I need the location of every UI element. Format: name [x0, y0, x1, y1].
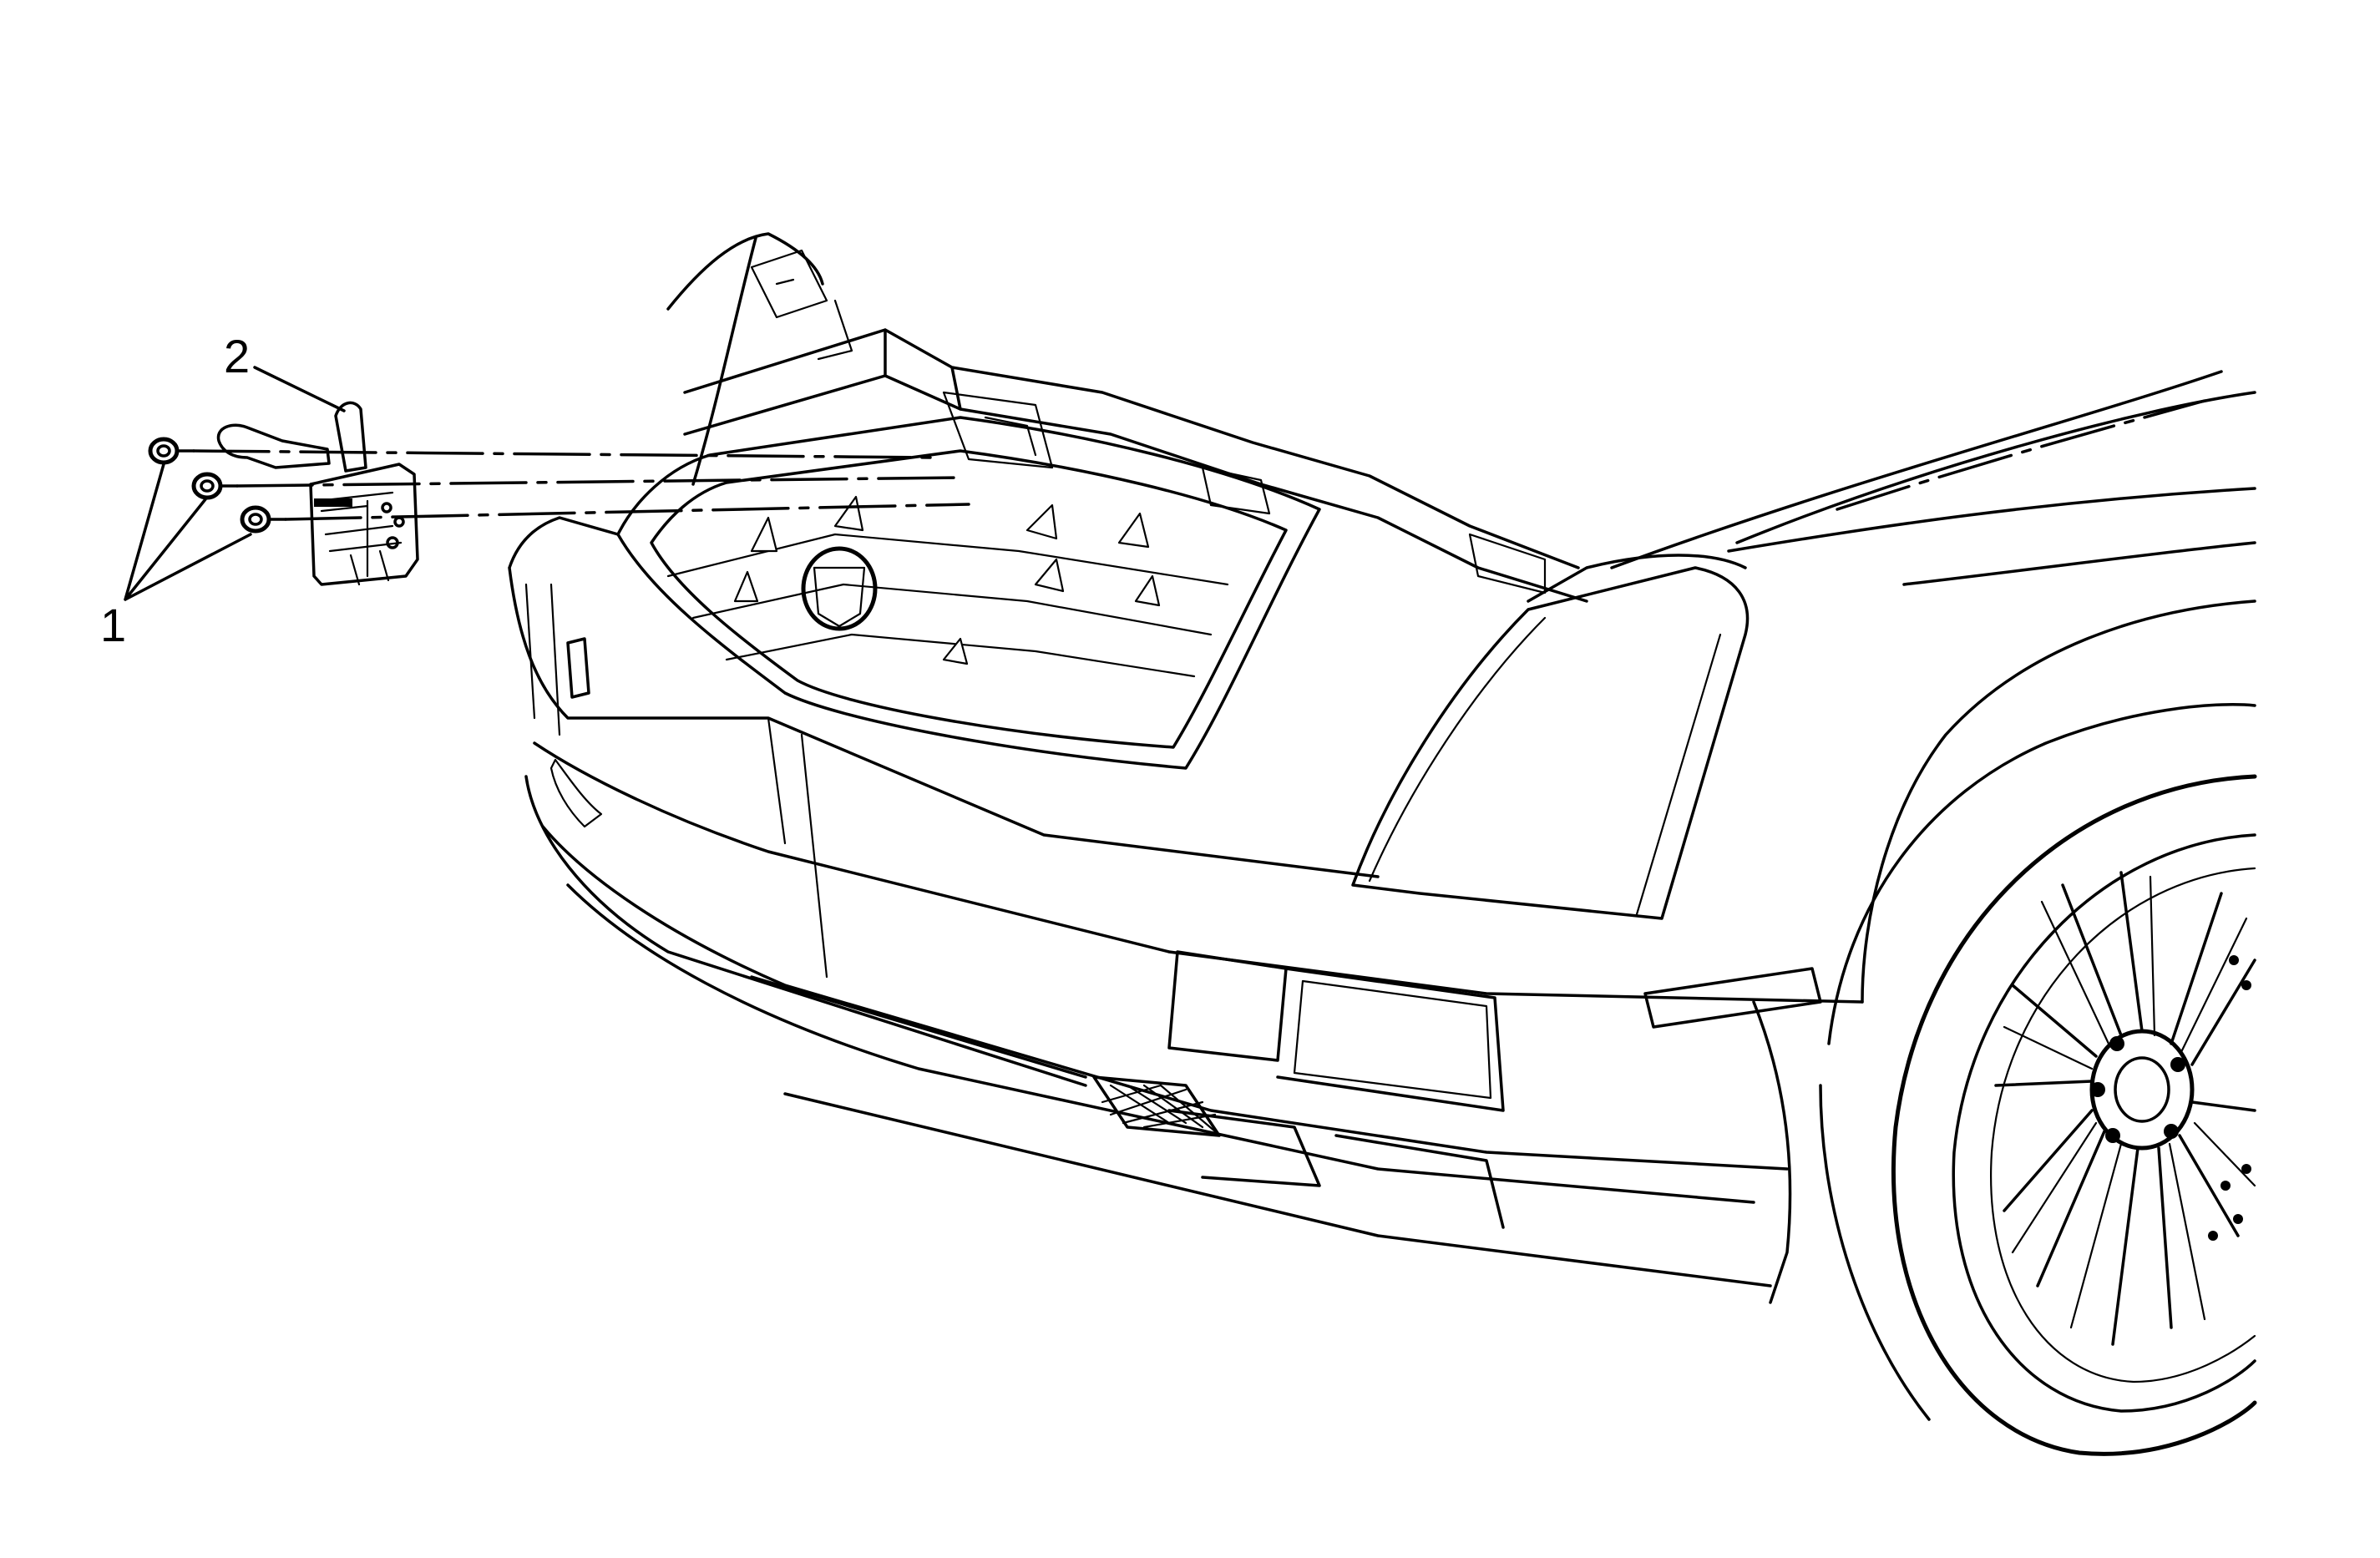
callout-1-leader: [124, 463, 252, 601]
grille-fins: [733, 495, 1161, 665]
fascia-lower: [541, 825, 1789, 1171]
latch-hole: [381, 502, 392, 513]
hood-outline: [666, 232, 824, 486]
lug-nut: [2105, 1128, 2120, 1143]
front-wheel: [1891, 774, 2257, 1456]
lug-nut: [2090, 1082, 2105, 1097]
side-marker: [1643, 967, 1822, 1029]
latch-bolts: [148, 437, 287, 534]
lower-valance: [750, 975, 1772, 1287]
fender-edge: [1752, 599, 2256, 1304]
radiator-support: [683, 328, 1588, 603]
intake-mesh: [1101, 1084, 1217, 1133]
latch-label: [314, 498, 352, 507]
wheel-spokes: [1994, 871, 2256, 1346]
bolt: [148, 437, 195, 465]
brake-rotor-holes: [2208, 955, 2251, 1241]
fender-top: [1727, 487, 2256, 586]
tow-hook-cover: [566, 637, 590, 699]
rim-outer: [1952, 833, 2256, 1413]
hood-crease: [1836, 399, 2206, 511]
callout-1: 1: [100, 599, 126, 651]
latch-mount-tab: [334, 401, 367, 473]
latch-body: [309, 463, 419, 586]
grille-inner: [650, 449, 1288, 749]
fog-lamp-inner: [1293, 979, 1492, 1100]
headlamp: [1351, 566, 1750, 920]
headlamp-top: [1527, 554, 1747, 603]
tire-outer: [1891, 774, 2257, 1456]
front-lip: [524, 775, 1755, 1204]
lug-nut: [2170, 1057, 2185, 1072]
fascia-side-lines: [524, 583, 828, 979]
lower-intake: [1092, 1075, 1505, 1229]
wheel-spoke-edges: [2003, 875, 2256, 1329]
latch-hole: [386, 536, 399, 549]
bolt: [240, 505, 287, 534]
fascia-upper: [508, 516, 1380, 878]
latch-release-lever: [216, 423, 331, 469]
rim-inner: [1990, 867, 2256, 1383]
support-bracket-left: [750, 249, 853, 361]
latch-detail: [316, 491, 403, 586]
hood-rear-edge: [1610, 370, 2256, 569]
fascia-mid: [533, 741, 1864, 1004]
fog-lamp-left: [549, 758, 603, 828]
fog-lamp-bezel: [1167, 950, 1505, 1112]
emblem: [801, 546, 878, 631]
headlamp-lens: [1368, 616, 1722, 916]
wheel-arch: [1819, 703, 2256, 1421]
lug-nut: [2109, 1036, 2124, 1051]
emblem-ring: [801, 546, 878, 631]
bolt: [191, 472, 239, 500]
alignment-lines: [192, 449, 970, 521]
lug-nut: [2164, 1124, 2179, 1139]
hood-latch-assembly: [216, 401, 419, 586]
support-bracket-center: [942, 391, 1054, 469]
vehicle-front-end: [508, 232, 2256, 1421]
callout-2: 2: [224, 330, 250, 382]
grille-outline: [616, 416, 1321, 770]
grille-bars: [666, 533, 1229, 678]
callout-2-leader: [253, 366, 346, 412]
